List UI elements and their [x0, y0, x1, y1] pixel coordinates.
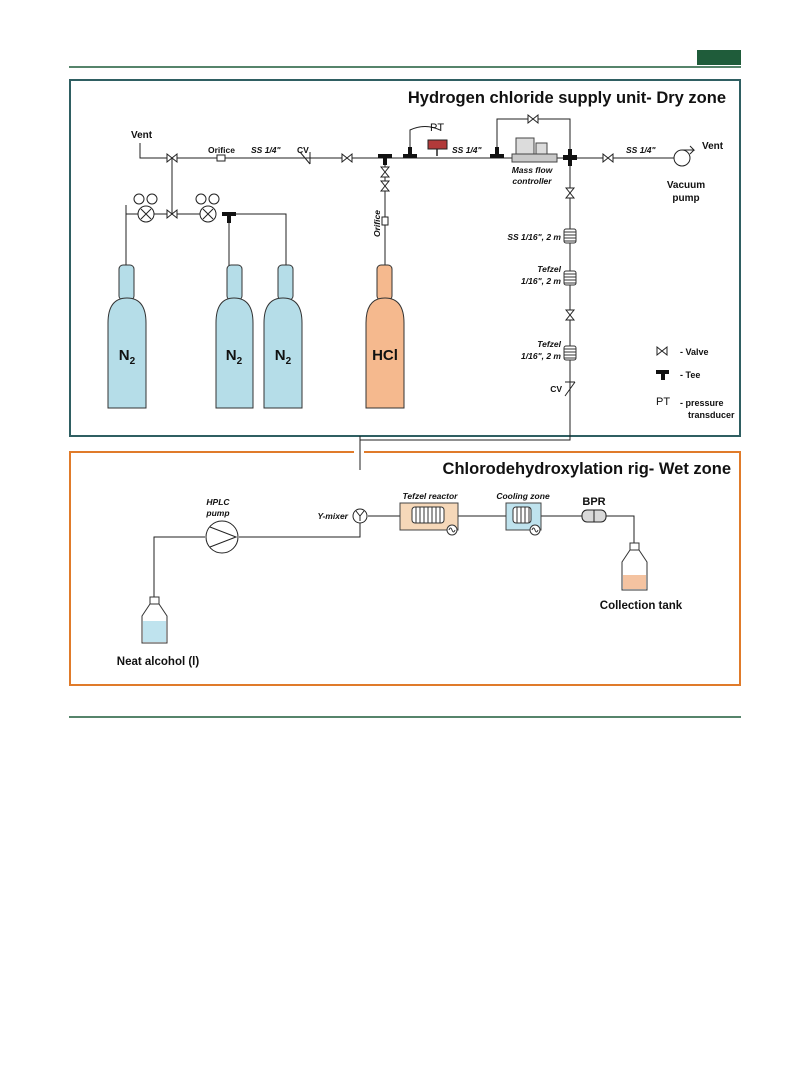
legend-valve-label: - Valve: [680, 347, 709, 357]
orifice-top-symbol: [216, 154, 226, 162]
hplc-pump-label-1: HPLC: [206, 497, 230, 507]
mfc-label-2: controller: [512, 176, 552, 186]
ss-quarter-label-3: SS 1/4": [626, 145, 657, 155]
orifice-vertical-label: Orifice: [372, 210, 382, 237]
tee-mfc-bypass: [490, 147, 504, 158]
wet-zone-title: Chlorodehydroxylation rig- Wet zone: [443, 460, 731, 478]
orifice-vertical-symbol: [381, 216, 389, 226]
header-green-tab: [697, 50, 741, 65]
hplc-pump-label-2: pump: [205, 508, 229, 518]
coil-3-label-1: Tefzel: [537, 339, 561, 349]
vent-right-label: Vent: [702, 141, 724, 152]
neat-alcohol-label: Neat alcohol (l): [117, 656, 200, 668]
coil-2-label-1: Tefzel: [537, 264, 561, 274]
orifice-top-label: Orifice: [208, 145, 235, 155]
cv-bottom-label: CV: [550, 384, 562, 394]
connector-cover: [354, 448, 364, 456]
cylinder-n2-2-label: N2: [226, 347, 243, 367]
bpr-icon: [581, 509, 607, 523]
dry-zone-title: Hydrogen chloride supply unit- Dry zone: [408, 89, 726, 107]
cv-top-label: CV: [297, 145, 309, 155]
regulator-1-icon: [133, 193, 158, 223]
vacuum-pump-icon: [673, 145, 696, 167]
collection-tank-label: Collection tank: [600, 600, 683, 612]
hplc-pump-icon: [205, 520, 239, 554]
coil-3-icon: [563, 345, 577, 361]
wet-piping: [153, 515, 635, 597]
mfc-label-1: Mass flow: [512, 165, 554, 175]
vent-left-label: Vent: [131, 130, 153, 141]
cylinder-n2-3: [263, 264, 303, 409]
coil-1-label: SS 1/16", 2 m: [507, 232, 561, 242]
cylinder-n2-3-label: N2: [275, 347, 292, 367]
tee-n2: [222, 212, 236, 223]
tee-hcl: [378, 154, 392, 165]
collection-tank-icon: [621, 542, 648, 591]
coil-2-icon: [563, 270, 577, 286]
check-valve-top: [299, 151, 311, 165]
legend-tee-label: - Tee: [680, 370, 700, 380]
tee-pt: [403, 147, 417, 158]
ymixer-icon: [352, 508, 368, 524]
pt-label: PT: [430, 122, 444, 134]
cylinder-hcl-label: HCl: [372, 347, 398, 364]
legend-pt-label-1: - pressure: [680, 398, 724, 408]
alcohol-bottle-icon: [141, 596, 168, 644]
vacuum-pump-label-2: pump: [672, 193, 699, 204]
cooling-heater-icon: [529, 524, 541, 536]
coil-1-icon: [563, 228, 577, 244]
check-valve-bottom: [564, 381, 576, 397]
legend-valve-icon: [656, 345, 668, 357]
cylinder-n2-2: [215, 264, 254, 409]
cross-fitting: [563, 149, 577, 166]
cooling-zone-label: Cooling zone: [496, 491, 550, 501]
reactor-label: Tefzel reactor: [403, 491, 459, 501]
dry-zone-panel: [69, 79, 741, 437]
tefzel-reactor: [399, 502, 459, 531]
ymixer-label: Y-mixer: [317, 511, 348, 521]
cylinder-hcl: [365, 264, 405, 409]
bpr-label: BPR: [582, 496, 605, 508]
reactor-heater-icon: [446, 524, 458, 536]
mass-flow-controller: [511, 137, 558, 163]
legend-pt-key: PT: [656, 396, 670, 408]
coil-2-label-2: 1/16", 2 m: [521, 276, 561, 286]
ss-quarter-label-2: SS 1/4": [452, 145, 483, 155]
vacuum-pump-label-1: Vacuum: [667, 180, 705, 191]
regulator-2-icon: [195, 193, 220, 223]
cylinder-n2-1-label: N2: [119, 347, 136, 367]
ss-quarter-label-1: SS 1/4": [251, 145, 282, 155]
coil-3-label-2: 1/16", 2 m: [521, 351, 561, 361]
cylinder-n2-1: [107, 264, 147, 409]
legend-pt-label-2: transducer: [688, 410, 735, 420]
pt-body: [427, 139, 448, 150]
legend-tee-icon: [656, 370, 669, 380]
